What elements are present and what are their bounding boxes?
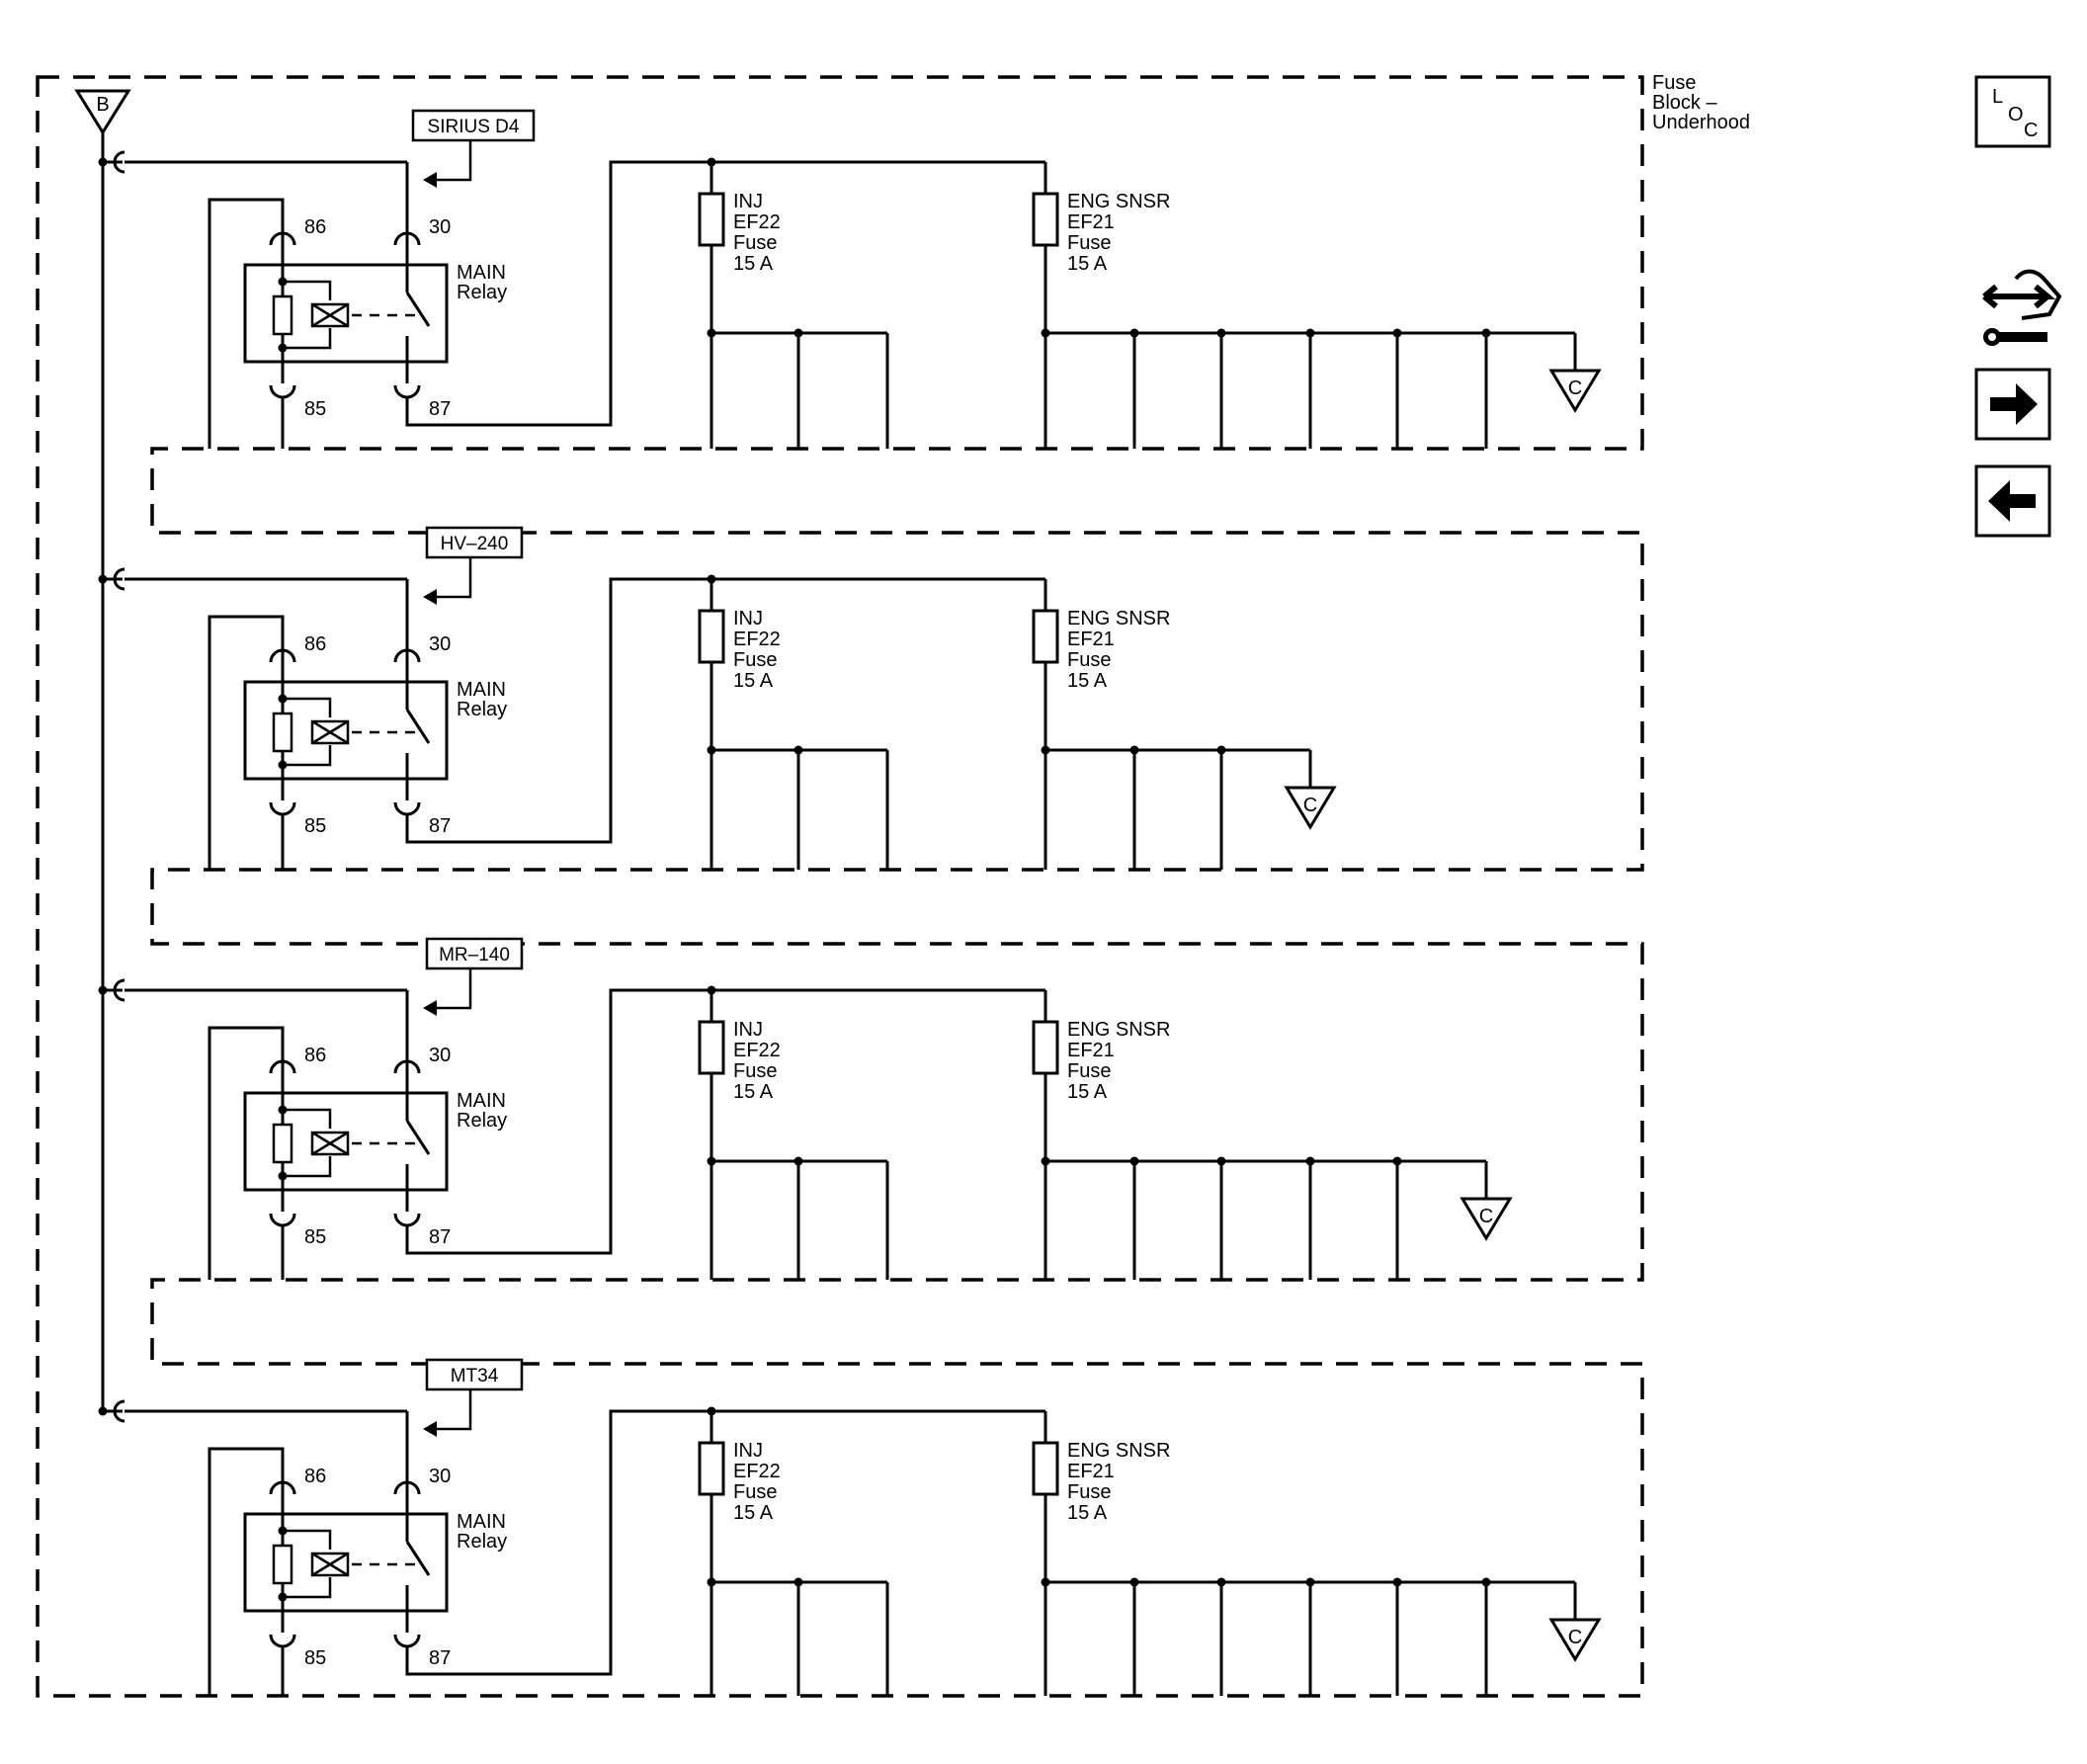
pin-85: 85 (304, 398, 326, 420)
fuse-block-boundary (36, 75, 1644, 1698)
svg-text:L: L (1992, 86, 2003, 108)
pin-30: 30 (429, 1045, 451, 1066)
variant-box: SIRIUS D4 (411, 109, 536, 188)
pin-86: 86 (304, 1466, 326, 1487)
pin-85: 85 (304, 1226, 326, 1248)
ground-connector: C (1548, 1582, 1602, 1662)
ground-label: C (1303, 795, 1317, 816)
svg-text:B: B (96, 94, 109, 116)
svg-text:O: O (2008, 104, 2024, 126)
svg-text:C: C (2024, 120, 2038, 141)
pin-86: 86 (304, 633, 326, 655)
ground-connector: C (1460, 1161, 1513, 1241)
pin-86: 86 (304, 216, 326, 238)
variant-label: MR–140 (439, 945, 510, 966)
pin-87: 87 (429, 1647, 451, 1669)
ground-label: C (1479, 1206, 1493, 1227)
pin-85: 85 (304, 1647, 326, 1669)
arrow-right-icon[interactable] (1974, 368, 2051, 441)
variant-box: HV–240 (423, 526, 524, 605)
variant-box: MR–140 (423, 937, 524, 1016)
pin-87: 87 (429, 398, 451, 420)
battery-bus-connector: B (74, 89, 131, 1411)
ground-label: C (1568, 378, 1582, 399)
ground-connector: C (1548, 333, 1602, 413)
variant-label: HV–240 (441, 534, 509, 554)
pin-30: 30 (429, 1466, 451, 1487)
pin-30: 30 (429, 216, 451, 238)
pin-85: 85 (304, 815, 326, 837)
ground-connector: C (1284, 750, 1337, 830)
pin-87: 87 (429, 1226, 451, 1248)
variant-label: SIRIUS D4 (428, 117, 520, 137)
wrench-arrows-icon[interactable] (1982, 269, 2062, 346)
ground-label: C (1568, 1627, 1582, 1648)
variant-box: MT34 (423, 1358, 524, 1437)
variant-label: MT34 (451, 1366, 499, 1386)
fuse-block-label: Fuse Block – Underhood (1652, 72, 1750, 133)
loc-button[interactable]: L O C (1974, 75, 2051, 148)
arrow-left-icon[interactable] (1974, 464, 2051, 538)
pin-87: 87 (429, 815, 451, 837)
pin-86: 86 (304, 1045, 326, 1066)
pin-30: 30 (429, 633, 451, 655)
